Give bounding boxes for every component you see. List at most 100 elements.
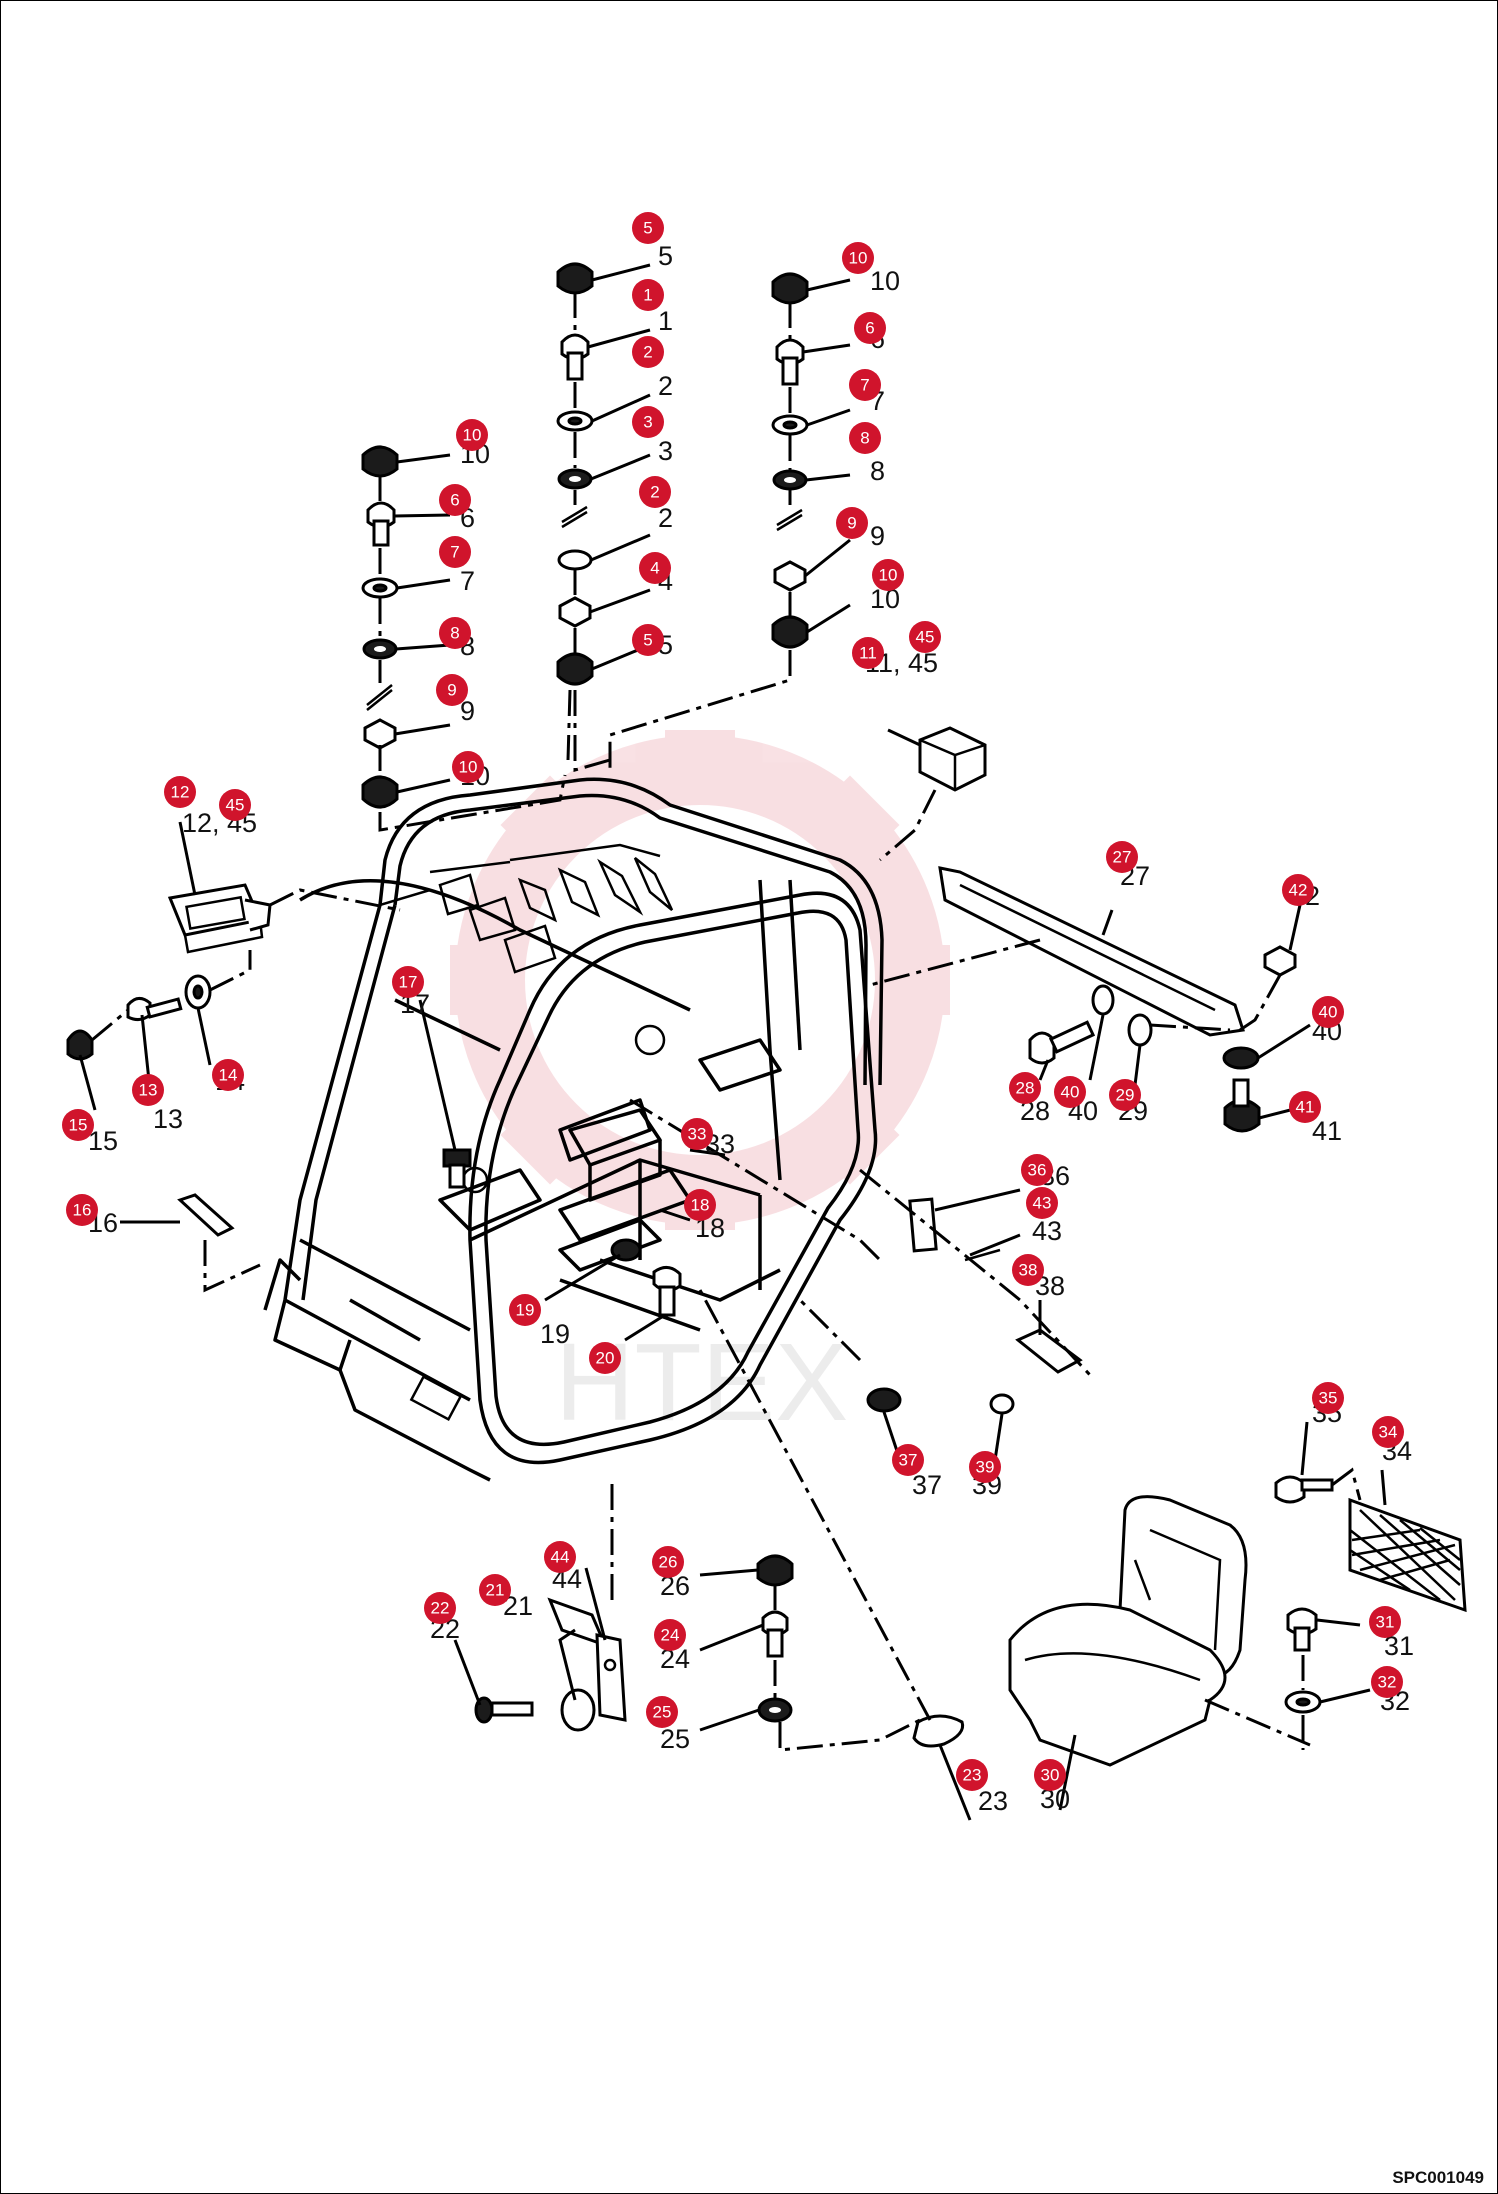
svg-text:3: 3 xyxy=(643,413,652,432)
part-36-plate xyxy=(908,1197,938,1253)
badge-40-right[interactable]: 40 xyxy=(1312,996,1344,1028)
svg-text:28: 28 xyxy=(1016,1079,1035,1098)
svg-text:45: 45 xyxy=(916,628,935,647)
badge-26[interactable]: 26 xyxy=(652,1546,684,1578)
badge-10-left-bottom[interactable]: 10 xyxy=(452,751,484,783)
svg-text:30: 30 xyxy=(1041,1766,1060,1785)
badge-6-right[interactable]: 6 xyxy=(854,312,886,344)
badge-10-top-right[interactable]: 10 xyxy=(842,242,874,274)
badge-34[interactable]: 34 xyxy=(1372,1416,1404,1448)
badge-20[interactable]: 20 xyxy=(589,1342,621,1374)
badge-15[interactable]: 15 xyxy=(62,1109,94,1141)
badge-35[interactable]: 35 xyxy=(1312,1382,1344,1414)
badge-17[interactable]: 17 xyxy=(392,966,424,998)
badge-18[interactable]: 18 xyxy=(684,1189,716,1221)
bolt-stack-left xyxy=(361,445,399,809)
svg-text:35: 35 xyxy=(1319,1389,1338,1408)
label-9b: 9 xyxy=(460,696,475,726)
svg-text:2: 2 xyxy=(650,483,659,502)
badge-32[interactable]: 32 xyxy=(1371,1666,1403,1698)
badge-7-right[interactable]: 7 xyxy=(849,369,881,401)
part-42-nut xyxy=(1263,945,1297,977)
badge-8-right[interactable]: 8 xyxy=(849,422,881,454)
badge-38[interactable]: 38 xyxy=(1012,1254,1044,1286)
label-7b: 7 xyxy=(460,566,475,596)
left-fasteners xyxy=(66,950,252,1061)
badge-10-left-top[interactable]: 10 xyxy=(456,419,488,451)
right-fasteners xyxy=(1028,984,1231,1065)
badge-2-mid[interactable]: 2 xyxy=(639,476,671,508)
badge-21[interactable]: 21 xyxy=(479,1574,511,1606)
svg-text:8: 8 xyxy=(860,429,869,448)
badge-16[interactable]: 16 xyxy=(66,1194,98,1226)
badge-12[interactable]: 12 xyxy=(164,776,196,808)
badge-13[interactable]: 13 xyxy=(132,1074,164,1106)
svg-text:34: 34 xyxy=(1379,1423,1398,1442)
badge-36[interactable]: 36 xyxy=(1021,1154,1053,1186)
badge-3[interactable]: 3 xyxy=(632,406,664,438)
roof-vents xyxy=(379,843,674,974)
badge-6-left[interactable]: 6 xyxy=(439,484,471,516)
badge-45-left[interactable]: 45 xyxy=(219,789,251,821)
svg-text:12: 12 xyxy=(171,783,190,802)
badge-5-bottom[interactable]: 5 xyxy=(632,624,664,656)
badge-40-mid[interactable]: 40 xyxy=(1054,1076,1086,1108)
drawing-code: SPC001049 xyxy=(1392,2168,1484,2187)
badge-11[interactable]: 11 xyxy=(852,637,884,669)
badge-45-top[interactable]: 45 xyxy=(909,621,941,653)
badge-30[interactable]: 30 xyxy=(1034,1759,1066,1791)
badge-9-left[interactable]: 9 xyxy=(436,674,468,706)
svg-text:10: 10 xyxy=(463,426,482,445)
svg-text:31: 31 xyxy=(1376,1613,1395,1632)
badge-37[interactable]: 37 xyxy=(892,1444,924,1476)
label-13: 13 xyxy=(153,1104,183,1134)
label-1: 1 xyxy=(658,306,673,336)
badge-8-left[interactable]: 8 xyxy=(439,617,471,649)
svg-text:10: 10 xyxy=(879,566,898,585)
label-15: 15 xyxy=(88,1126,118,1156)
badge-2-top[interactable]: 2 xyxy=(632,336,664,368)
badge-7-left[interactable]: 7 xyxy=(439,536,471,568)
svg-text:21: 21 xyxy=(486,1581,505,1600)
badge-33[interactable]: 33 xyxy=(681,1118,713,1150)
svg-text:9: 9 xyxy=(447,681,456,700)
badge-1[interactable]: 1 xyxy=(632,279,664,311)
svg-text:1: 1 xyxy=(643,286,652,305)
part-16-plate xyxy=(177,1193,235,1237)
badge-42[interactable]: 42 xyxy=(1282,874,1314,906)
svg-text:22: 22 xyxy=(431,1599,450,1618)
badge-44[interactable]: 44 xyxy=(544,1541,576,1573)
badge-39[interactable]: 39 xyxy=(969,1451,1001,1483)
badge-29[interactable]: 29 xyxy=(1109,1079,1141,1111)
label-3a: 3 xyxy=(658,436,673,466)
label-2a: 2 xyxy=(658,371,673,401)
bolt-stack-center xyxy=(556,262,594,686)
part-40-washer xyxy=(1222,1046,1260,1070)
badge-19[interactable]: 19 xyxy=(509,1294,541,1326)
badge-23[interactable]: 23 xyxy=(956,1759,988,1791)
badge-27[interactable]: 27 xyxy=(1106,841,1138,873)
badge-41[interactable]: 41 xyxy=(1289,1091,1321,1123)
badge-24[interactable]: 24 xyxy=(654,1619,686,1651)
svg-text:14: 14 xyxy=(219,1066,238,1085)
badge-9-right[interactable]: 9 xyxy=(836,507,868,539)
svg-text:29: 29 xyxy=(1116,1086,1135,1105)
badge-4[interactable]: 4 xyxy=(639,552,671,584)
part-12-lamp xyxy=(167,883,401,954)
badge-5-top[interactable]: 5 xyxy=(632,212,664,244)
bolt-stack-right xyxy=(771,272,809,649)
badge-28[interactable]: 28 xyxy=(1009,1072,1041,1104)
svg-text:10: 10 xyxy=(849,249,868,268)
badge-22[interactable]: 22 xyxy=(424,1592,456,1624)
badge-10-mid-right[interactable]: 10 xyxy=(872,559,904,591)
badge-25[interactable]: 25 xyxy=(646,1696,678,1728)
badge-14[interactable]: 14 xyxy=(212,1059,244,1091)
svg-text:25: 25 xyxy=(653,1703,672,1722)
svg-text:32: 32 xyxy=(1378,1673,1397,1692)
badge-31[interactable]: 31 xyxy=(1369,1606,1401,1638)
svg-text:7: 7 xyxy=(450,543,459,562)
svg-text:24: 24 xyxy=(661,1626,680,1645)
part-11-box xyxy=(879,726,987,862)
svg-text:40: 40 xyxy=(1061,1083,1080,1102)
badge-43[interactable]: 43 xyxy=(1026,1187,1058,1219)
